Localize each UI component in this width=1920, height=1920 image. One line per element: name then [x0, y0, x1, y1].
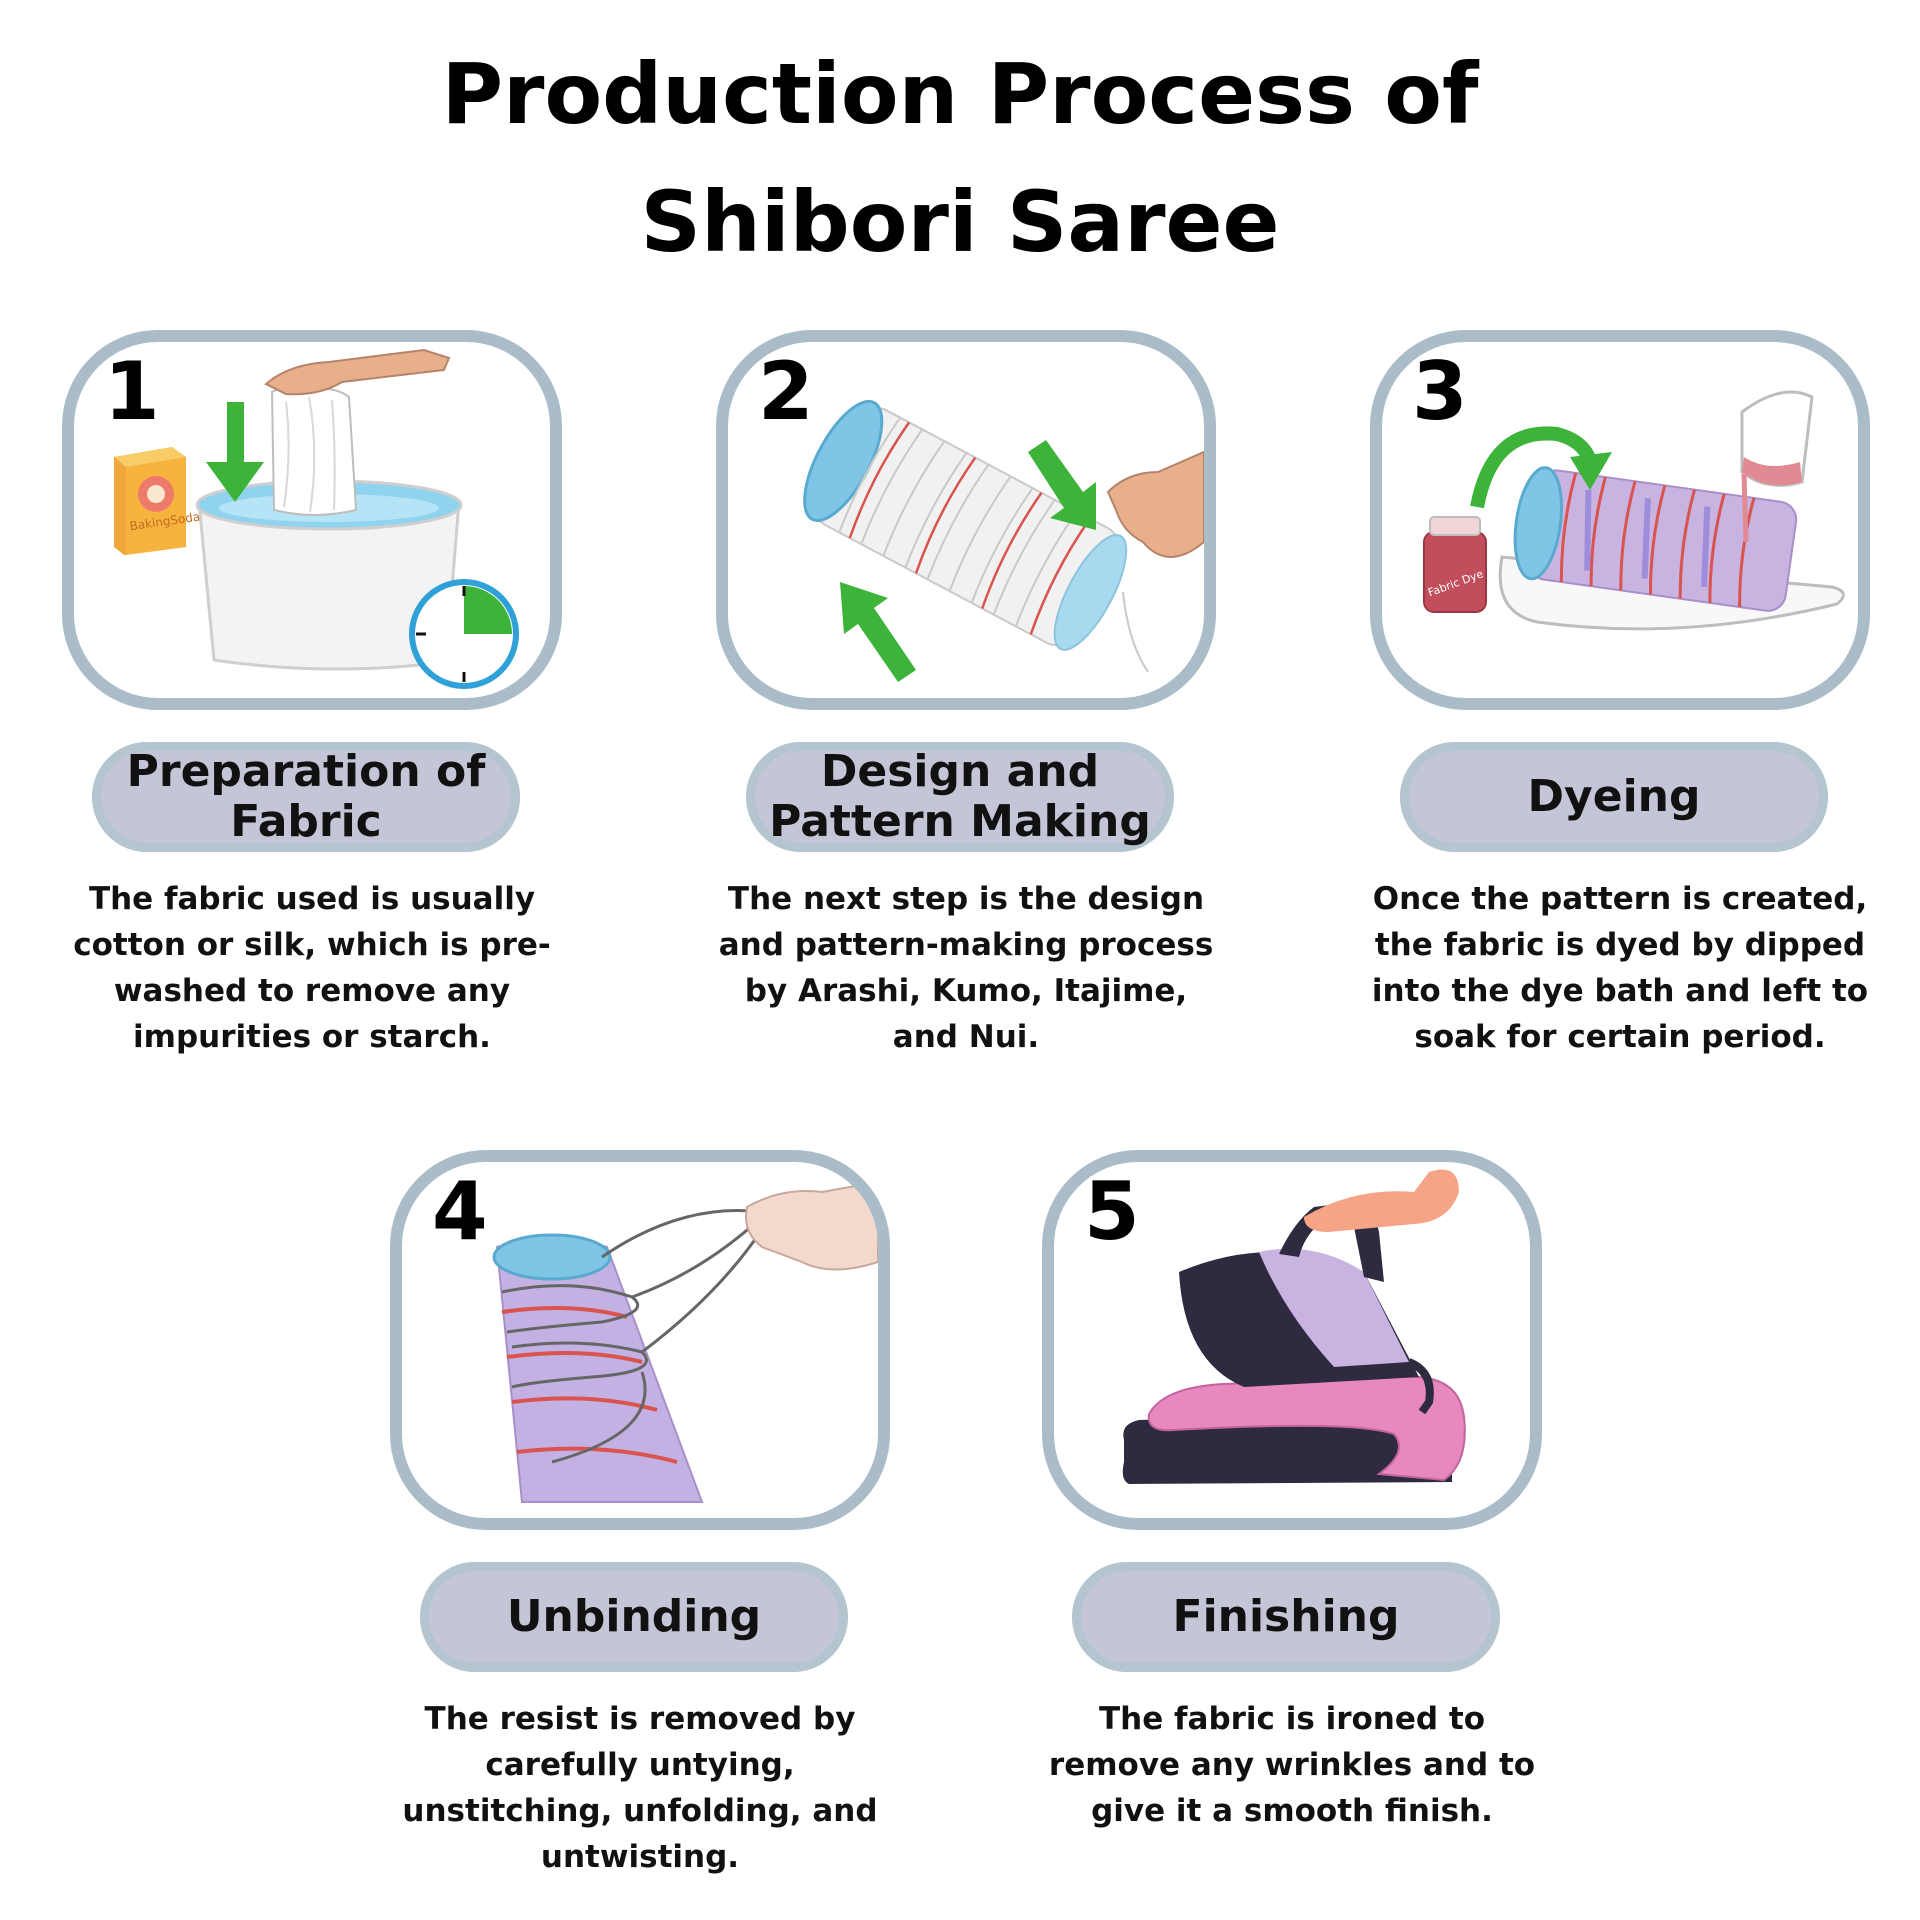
step-1-illustration-frame: 1 BakingSoda	[62, 330, 562, 710]
step-3-description: Once the pattern is created, the fabric …	[1371, 881, 1869, 1055]
step-2-number: 2	[758, 345, 814, 438]
step-1-description: The fabric used is usually cotton or sil…	[73, 881, 551, 1055]
step-2-illustration-frame: 2	[716, 330, 1216, 710]
step-2-label: Design and Pattern Making	[746, 742, 1174, 852]
hand-icon	[1106, 450, 1204, 558]
title-line-1: Production Process of	[441, 45, 1479, 143]
timer-clock-icon	[409, 579, 519, 689]
step-1-number: 1	[104, 345, 160, 438]
step-3-label: Dyeing	[1400, 742, 1828, 852]
step-5-illustration-frame: 5	[1042, 1150, 1542, 1530]
hand-icon	[1304, 1169, 1459, 1232]
step-3-number: 3	[1412, 345, 1468, 438]
step-5-number: 5	[1084, 1165, 1140, 1258]
unbinding-illustration	[492, 1180, 878, 1503]
up-arrow-icon	[840, 582, 916, 682]
step-4-description: The resist is removed by carefully untyi…	[402, 1701, 878, 1875]
down-arrow-icon	[1028, 440, 1096, 530]
step-1-label: Preparation of Fabric	[92, 742, 520, 852]
baking-soda-box-icon: BakingSoda	[114, 447, 201, 555]
hand-icon	[745, 1180, 878, 1271]
soaking-fabric-illustration: BakingSoda	[114, 348, 519, 689]
dyed-tube-icon	[1513, 466, 1798, 612]
step-5-label: Finishing	[1072, 1562, 1500, 1672]
step-3-illustration-frame: 3	[1370, 330, 1870, 710]
step-4-label: Unbinding	[420, 1562, 848, 1672]
dyeing-illustration: Fabric Dye	[1423, 390, 1845, 631]
binding-fabric-illustration	[803, 399, 1204, 682]
down-arrow-icon	[206, 402, 264, 502]
hand-icon	[264, 348, 451, 396]
thread-icon	[501, 1208, 769, 1464]
page-title: Production Process of Shibori Saree	[0, 30, 1920, 286]
curved-arrow-icon	[1470, 426, 1597, 509]
title-line-2: Shibori Saree	[640, 173, 1280, 271]
step-4-number: 4	[432, 1165, 488, 1258]
step-5-description: The fabric is ironed to remove any wrink…	[1048, 1701, 1536, 1829]
wrapped-tube-icon	[803, 399, 1128, 651]
step-4-illustration-frame: 4	[390, 1150, 890, 1530]
ironing-illustration	[1122, 1169, 1466, 1484]
step-2-description: The next step is the design and pattern-…	[718, 881, 1214, 1055]
fabric-dye-jar-icon: Fabric Dye	[1423, 516, 1487, 613]
